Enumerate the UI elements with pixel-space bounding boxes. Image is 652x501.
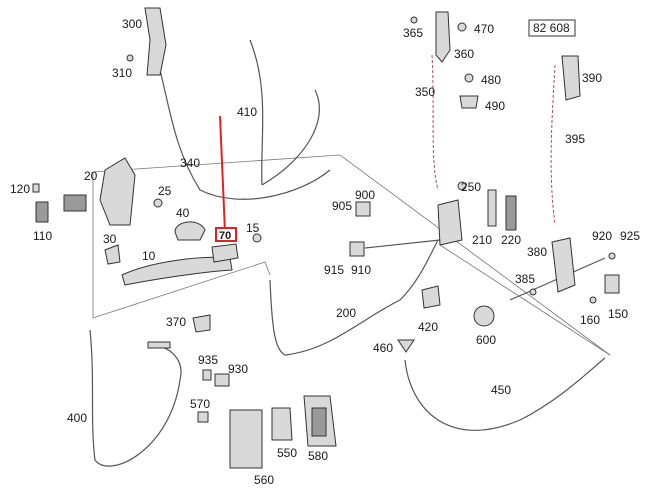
- part-570-shape: [197, 411, 209, 423]
- part-20-shape: [99, 157, 136, 226]
- part-580-inner-shape: [311, 407, 327, 437]
- part-905-shape: [355, 201, 371, 217]
- part-935-shape: [202, 369, 212, 381]
- label-370[interactable]: 370: [166, 315, 186, 329]
- label-25[interactable]: 25: [158, 184, 172, 198]
- label-310[interactable]: 310: [112, 66, 132, 80]
- label-220[interactable]: 220: [501, 233, 521, 247]
- label-480[interactable]: 480: [481, 73, 501, 87]
- label-110[interactable]: 110: [33, 229, 52, 243]
- label-70[interactable]: 70: [219, 230, 231, 242]
- part-550-shape: [271, 407, 293, 441]
- label-450[interactable]: 450: [491, 383, 511, 397]
- part-930-shape: [214, 373, 230, 387]
- label-410[interactable]: 410: [237, 105, 257, 119]
- part-120-shape: [32, 183, 40, 193]
- label-420[interactable]: 420: [418, 320, 438, 334]
- part-70-shape: [211, 243, 239, 263]
- label-385[interactable]: 385: [515, 272, 535, 286]
- label-550[interactable]: 550: [277, 446, 297, 460]
- part-220-shape: [505, 195, 517, 231]
- label-395[interactable]: 395: [565, 132, 585, 146]
- part-300-shape: [144, 7, 167, 76]
- label-30[interactable]: 30: [103, 232, 117, 246]
- label-15[interactable]: 15: [246, 221, 260, 235]
- part-460-shape: [397, 339, 415, 353]
- label-490[interactable]: 490: [485, 99, 505, 113]
- highlight-box: [215, 227, 237, 242]
- part-385-shape: [529, 288, 537, 296]
- part-110-clip-shape: [63, 194, 87, 212]
- label-160[interactable]: 160: [580, 313, 600, 327]
- part-490-shape: [459, 95, 479, 109]
- label-460[interactable]: 460: [373, 341, 393, 355]
- label-390[interactable]: 390: [582, 71, 602, 85]
- part-360-shape: [435, 11, 451, 63]
- label-40[interactable]: 40: [176, 206, 190, 220]
- cables: [89, 39, 606, 467]
- part-420-shape: [421, 285, 441, 309]
- screw-310-shape: [126, 54, 134, 62]
- label-360[interactable]: 360: [454, 47, 474, 61]
- label-600[interactable]: 600: [476, 333, 496, 347]
- outline-frame: [92, 154, 611, 356]
- part-390-shape: [561, 55, 581, 101]
- part-110-shape: [35, 201, 49, 223]
- label-905[interactable]: 905: [332, 199, 352, 213]
- label-10[interactable]: 10: [142, 249, 156, 263]
- label-20[interactable]: 20: [84, 169, 98, 183]
- label-250[interactable]: 250: [461, 180, 481, 194]
- part-370-shape: [192, 314, 211, 333]
- label-935[interactable]: 935: [198, 353, 218, 367]
- label-400[interactable]: 400: [67, 411, 87, 425]
- part-925-shape: [608, 252, 616, 260]
- label-300[interactable]: 300: [122, 17, 142, 31]
- label-930[interactable]: 930: [228, 362, 248, 376]
- part-560-shape: [229, 409, 263, 469]
- part-210-shape: [487, 189, 497, 227]
- part-40-shape: [174, 221, 206, 241]
- label-570[interactable]: 570: [190, 397, 210, 411]
- label-470[interactable]: 470: [474, 22, 494, 36]
- label-365[interactable]: 365: [403, 26, 423, 40]
- part-150-shape: [604, 274, 620, 294]
- label-925[interactable]: 925: [620, 229, 640, 243]
- label-200[interactable]: 200: [336, 306, 356, 320]
- screw-15-shape: [252, 233, 262, 243]
- label-340[interactable]: 340: [180, 156, 200, 170]
- label-910[interactable]: 910: [351, 263, 371, 277]
- part-labels: 300 310 410 340 365 470 360 480 350 490 …: [10, 17, 640, 487]
- highlight-arrow: [219, 115, 230, 242]
- part-250-shape: [457, 181, 467, 191]
- label-150[interactable]: 150: [608, 307, 628, 321]
- part-480-shape: [464, 73, 474, 83]
- label-920[interactable]: 920: [592, 229, 612, 243]
- label-380[interactable]: 380: [527, 245, 547, 259]
- screw-25-shape: [153, 198, 163, 208]
- label-120[interactable]: 120: [10, 182, 30, 196]
- label-350[interactable]: 350: [415, 85, 435, 99]
- part-shapes: [32, 7, 620, 469]
- label-210[interactable]: 210: [472, 233, 492, 247]
- part-160-shape: [589, 296, 597, 304]
- part-30-shape: [104, 244, 121, 265]
- reference-label[interactable]: 82 608: [533, 21, 570, 35]
- part-lock-shape: [437, 199, 463, 246]
- label-580[interactable]: 580: [308, 449, 328, 463]
- part-365-shape: [410, 16, 418, 24]
- label-900[interactable]: 900: [355, 188, 375, 202]
- part-370-link-shape: [147, 341, 171, 349]
- reference-box: [528, 19, 576, 37]
- part-470-shape: [457, 22, 467, 32]
- part-380-shape: [551, 237, 576, 293]
- part-10-handle-shape: [121, 256, 233, 286]
- label-560[interactable]: 560: [254, 473, 274, 487]
- part-915-shape: [349, 241, 365, 257]
- label-915[interactable]: 915: [324, 263, 344, 277]
- part-600-shape: [473, 305, 495, 327]
